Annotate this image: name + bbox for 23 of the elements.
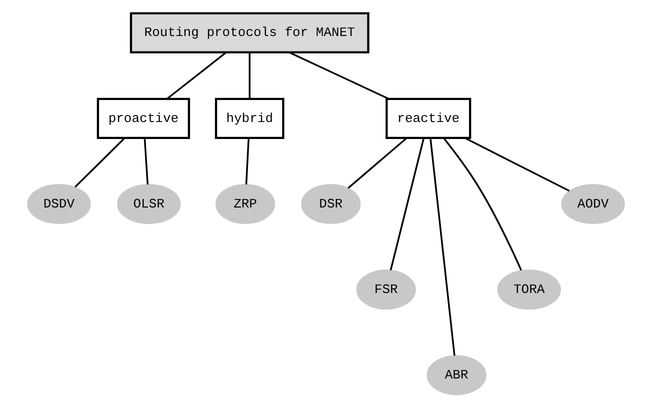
connector bbox=[244, 137, 250, 184]
node-ellipse: TORA bbox=[496, 269, 560, 310]
node-ellipse: OLSR bbox=[116, 183, 180, 224]
node-ellipse: ZRP bbox=[215, 183, 275, 224]
node-box: proactive bbox=[96, 97, 190, 138]
connector bbox=[442, 136, 522, 270]
node-box: Routing protocols for MANET bbox=[129, 12, 369, 53]
node-ellipse: ABR bbox=[426, 354, 486, 395]
connector bbox=[347, 136, 407, 188]
connector bbox=[464, 136, 570, 192]
node-box: hybrid bbox=[214, 97, 284, 138]
node-ellipse: AODV bbox=[560, 183, 624, 224]
connector bbox=[248, 52, 250, 98]
connector bbox=[288, 51, 389, 100]
connector bbox=[389, 138, 424, 270]
node-box: reactive bbox=[385, 97, 471, 138]
connector bbox=[143, 137, 148, 184]
node-ellipse: DSR bbox=[300, 183, 360, 224]
connector bbox=[166, 51, 226, 100]
connector bbox=[429, 138, 455, 356]
node-ellipse: FSR bbox=[356, 269, 416, 310]
node-ellipse: DSDV bbox=[26, 183, 90, 224]
connector bbox=[74, 136, 125, 188]
